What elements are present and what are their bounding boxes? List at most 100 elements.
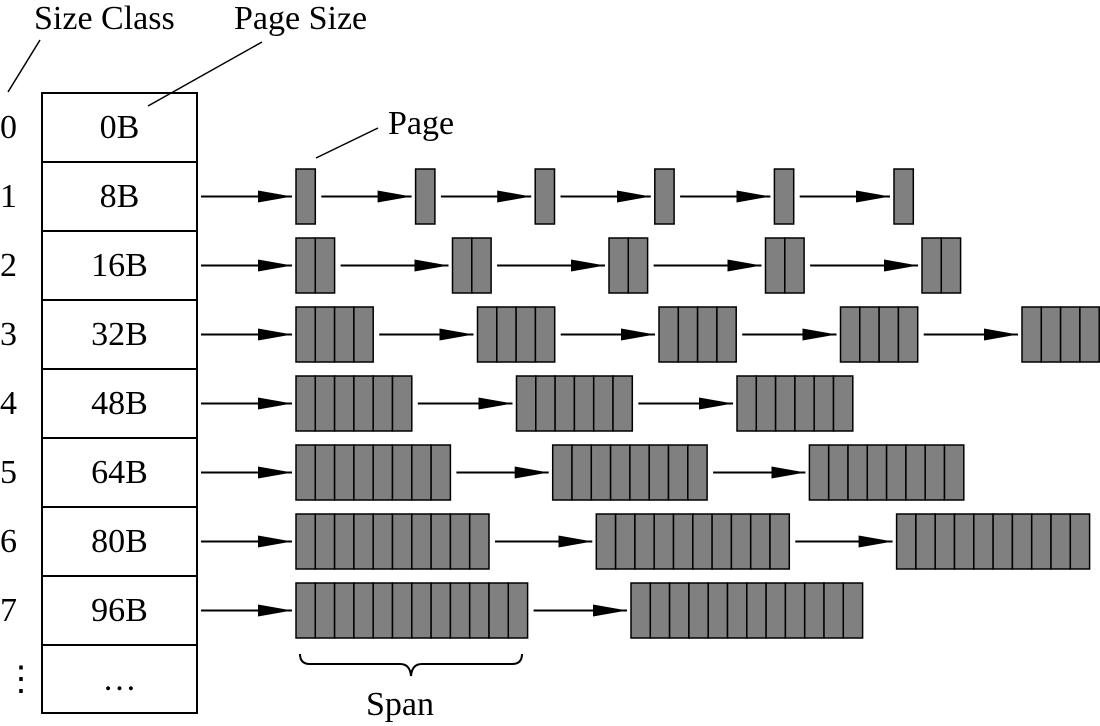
page-block <box>696 306 718 363</box>
span <box>414 168 436 225</box>
page-block <box>711 513 733 570</box>
page-block <box>295 444 317 501</box>
page-block <box>535 375 556 432</box>
page-block <box>411 513 432 570</box>
span <box>895 513 1091 570</box>
page-size-cell: 96B <box>91 591 148 629</box>
span <box>295 306 374 363</box>
page-block <box>608 237 630 294</box>
page-size-label: Page Size <box>234 0 368 37</box>
size-class-index: 7 <box>0 591 17 629</box>
page-block <box>627 237 649 294</box>
page-block <box>1079 306 1100 363</box>
page-block <box>827 444 849 501</box>
page-block <box>507 582 529 639</box>
page-block <box>295 375 317 432</box>
page-block <box>391 444 413 501</box>
page-block <box>688 582 709 639</box>
page-block <box>414 168 436 225</box>
page-size-cell: 16B <box>91 246 148 284</box>
page-block <box>749 513 771 570</box>
span <box>295 375 413 432</box>
page-block <box>832 375 854 432</box>
page-block <box>823 582 845 639</box>
page-block <box>295 168 317 225</box>
page-block <box>687 444 708 501</box>
span <box>1021 306 1100 363</box>
size-class-index: 5 <box>0 453 17 491</box>
page-block <box>314 582 336 639</box>
size-class-index: 6 <box>0 522 17 560</box>
arrows-layer <box>201 190 1018 617</box>
page-block <box>921 237 943 294</box>
table-row-dividers <box>42 161 197 646</box>
page-block <box>765 582 787 639</box>
page-block <box>314 444 336 501</box>
page-block <box>803 582 825 639</box>
span <box>773 168 795 225</box>
span <box>515 375 634 432</box>
page-block <box>813 375 835 432</box>
page-block <box>1040 306 1062 363</box>
page-block <box>769 513 791 570</box>
page-block <box>573 375 595 432</box>
page-block <box>1069 513 1091 570</box>
page-block <box>1030 513 1052 570</box>
page-size-leader-line <box>147 41 263 107</box>
span <box>295 168 317 225</box>
size-class-index: 0 <box>0 108 17 146</box>
page-block <box>449 513 471 570</box>
page-block <box>878 306 900 363</box>
page-block <box>677 306 699 363</box>
page-block <box>808 444 830 501</box>
page-block <box>391 375 413 432</box>
span <box>893 168 915 225</box>
page-block <box>353 375 374 432</box>
page-block <box>692 513 713 570</box>
page-block <box>314 513 336 570</box>
span <box>534 168 556 225</box>
page-block <box>592 375 614 432</box>
page-block <box>372 375 394 432</box>
page-block <box>534 306 556 363</box>
size-class-leader-line <box>7 39 41 93</box>
page-block <box>314 237 336 294</box>
page-block <box>430 513 452 570</box>
page-block <box>746 582 767 639</box>
page-block <box>730 513 752 570</box>
page-block <box>1059 306 1081 363</box>
span <box>295 444 452 501</box>
span <box>736 375 854 432</box>
page-block <box>654 168 675 225</box>
page-block <box>353 444 374 501</box>
page-block <box>658 306 680 363</box>
page-size-cell: 0B <box>99 108 140 146</box>
page-block <box>468 582 490 639</box>
span <box>451 237 492 294</box>
page-block <box>794 375 815 432</box>
page-block <box>784 582 806 639</box>
page-size-cell: 32B <box>91 315 148 353</box>
page-block <box>430 582 452 639</box>
page-block <box>333 513 355 570</box>
page-size-cell: … <box>102 660 137 698</box>
page-block <box>668 582 690 639</box>
page-block <box>893 168 915 225</box>
page-block <box>534 168 556 225</box>
page-block <box>634 513 655 570</box>
page-block <box>897 306 919 363</box>
page-block <box>653 513 675 570</box>
page-block <box>372 444 394 501</box>
page-block <box>353 306 374 363</box>
page-size-cell: 64B <box>91 453 148 491</box>
page-block <box>842 582 864 639</box>
page-block <box>372 582 394 639</box>
span <box>764 237 805 294</box>
page-block <box>449 582 471 639</box>
page-block <box>764 237 786 294</box>
page-block <box>630 582 652 639</box>
page-block <box>707 582 729 639</box>
page-block <box>295 513 317 570</box>
page-block <box>295 582 317 639</box>
page-block <box>488 582 510 639</box>
